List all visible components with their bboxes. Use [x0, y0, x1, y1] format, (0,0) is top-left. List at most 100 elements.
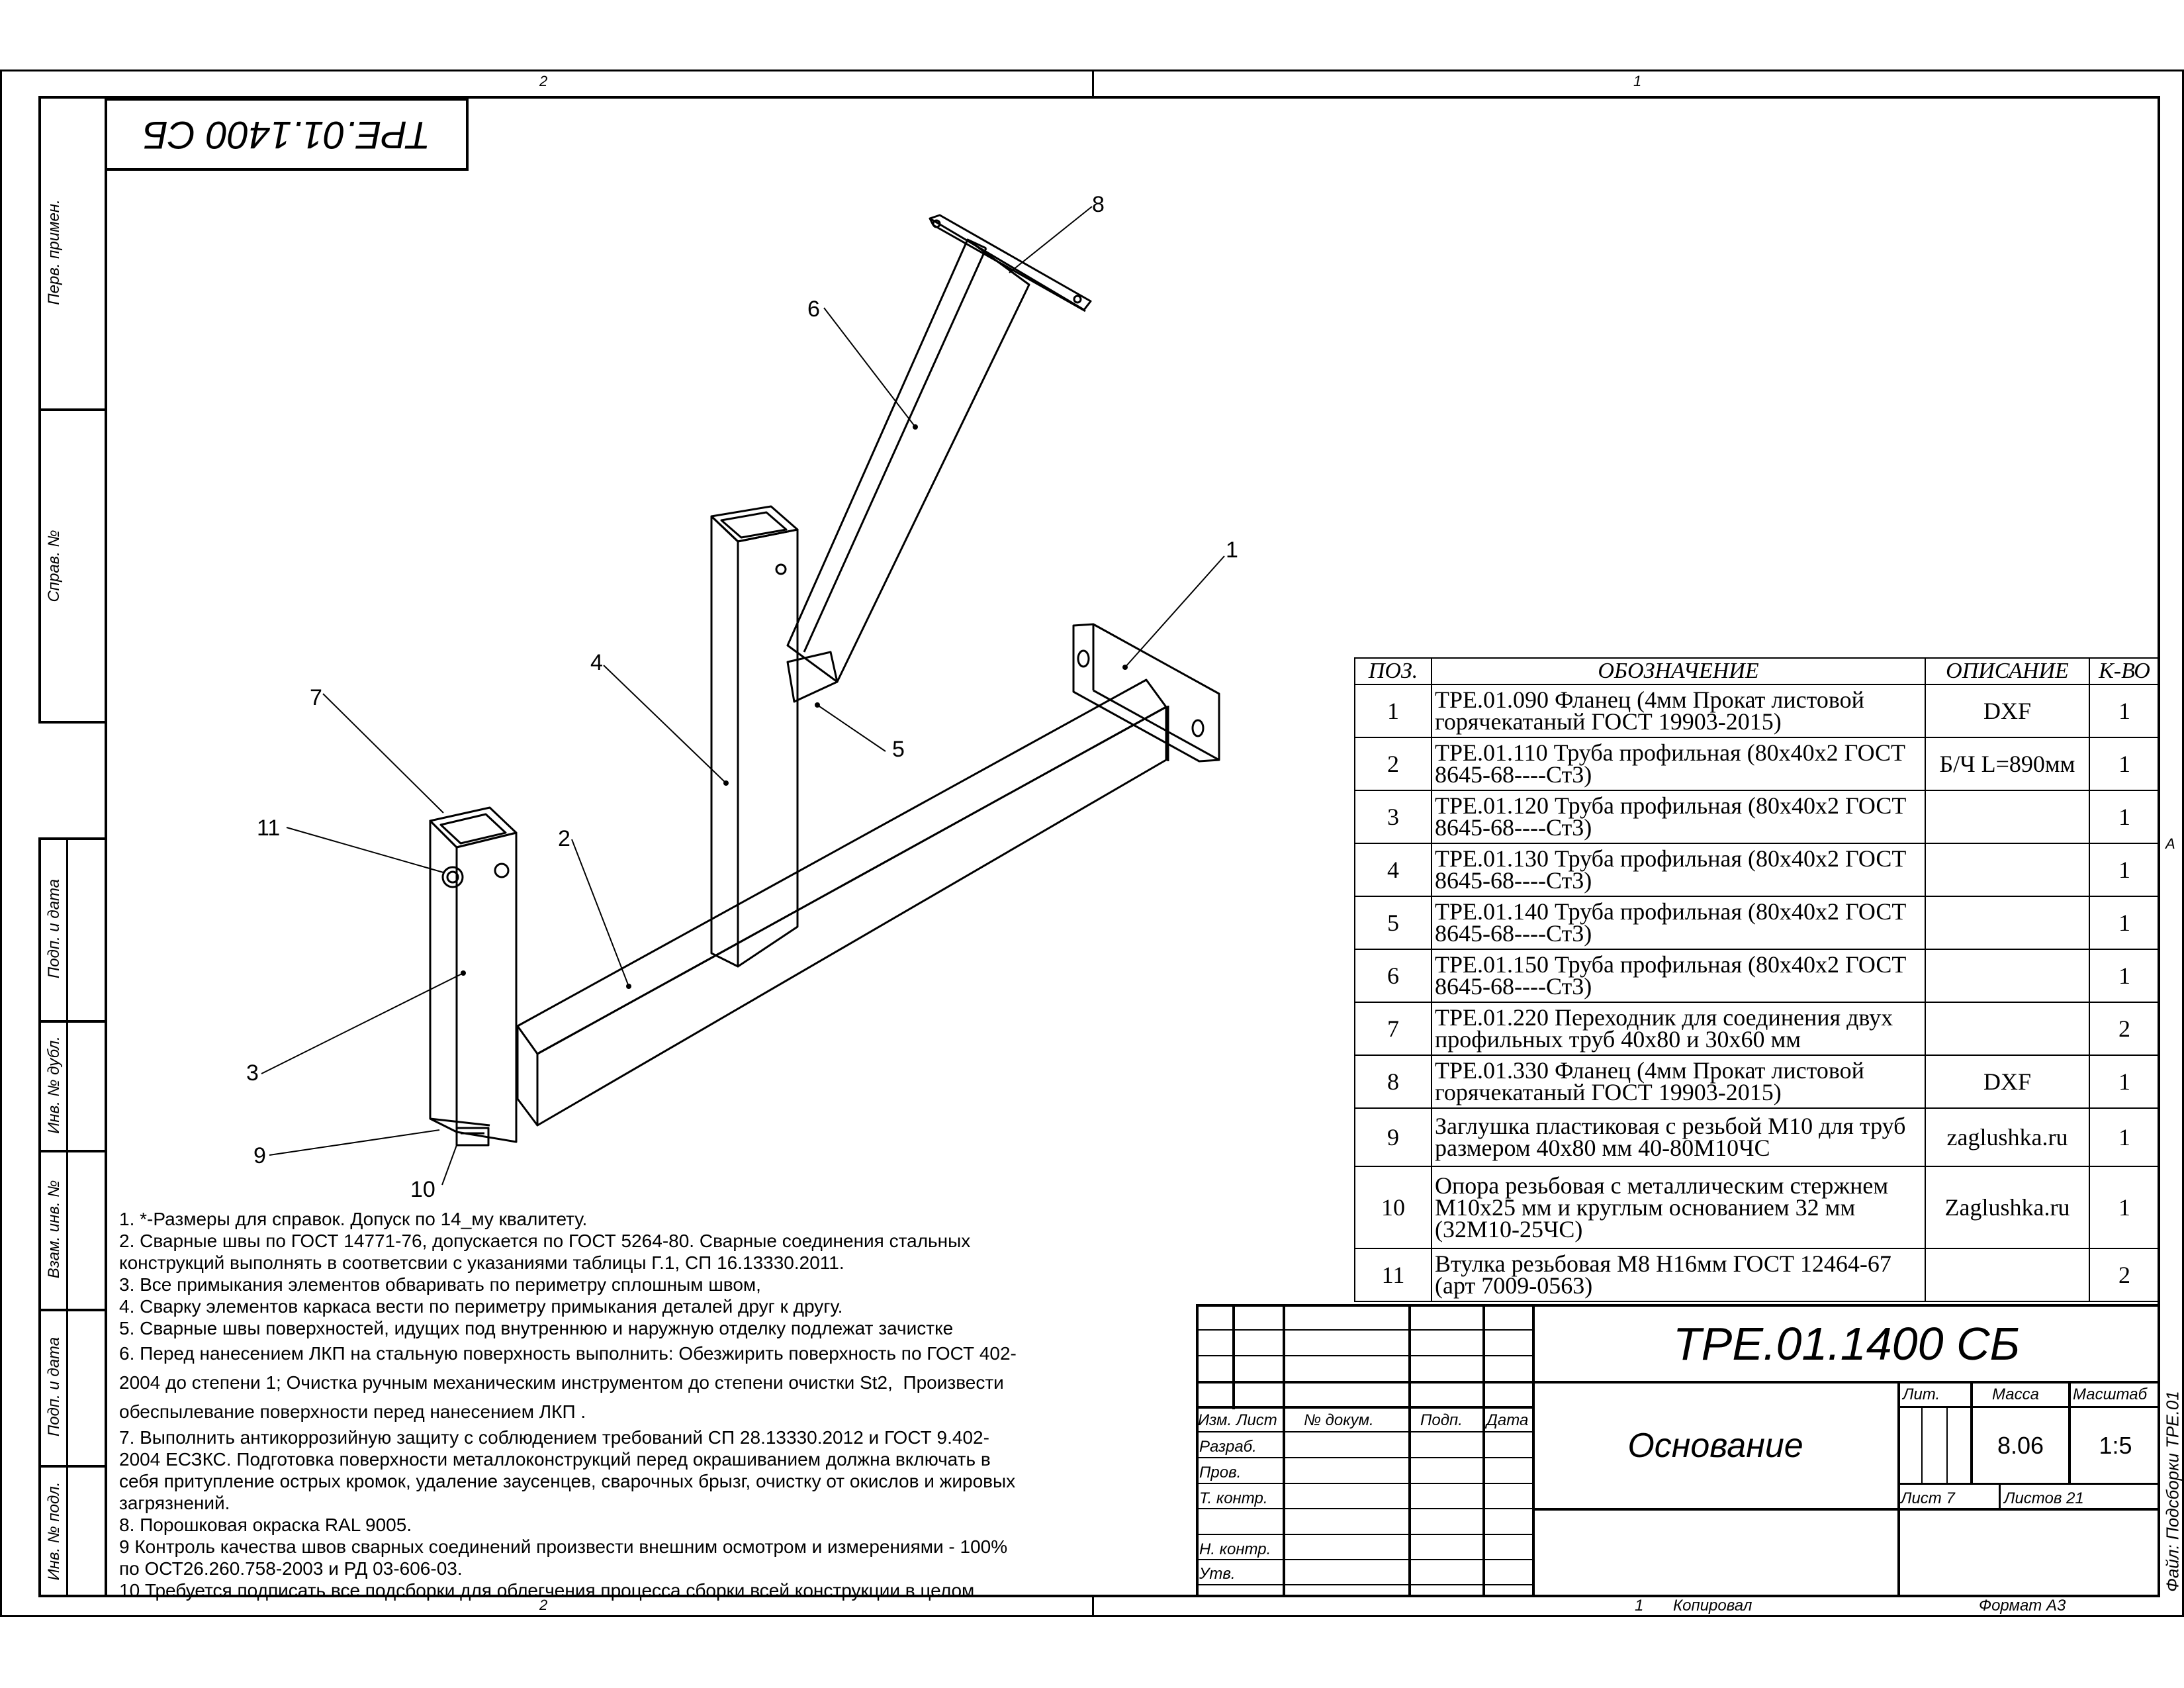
bom-pos: 11 — [1354, 1248, 1432, 1302]
bom-qty: 1 — [2089, 896, 2160, 950]
bom-qty: 1 — [2089, 1055, 2160, 1109]
tb-label-mass: Масса — [1992, 1385, 2039, 1403]
tb-sheets: Листов 21 — [2004, 1489, 2084, 1507]
footer-copied: Копировал — [1673, 1597, 1752, 1615]
callout-9: 9 — [253, 1143, 266, 1168]
strip-divider — [38, 1309, 106, 1311]
bom-designation: TPE.01.110 Труба профильная (80x40x2 ГОС… — [1431, 737, 1926, 791]
table-row: 7 TPE.01.220 Переходник для соединения д… — [1354, 1002, 2160, 1056]
tb-line — [1196, 1508, 1535, 1509]
note-item: 5. Сварные швы поверхностей, идущих под … — [119, 1318, 954, 1338]
bom-pos: 5 — [1354, 896, 1432, 950]
bom-header-designation: ОБОЗНАЧЕНИЕ — [1431, 657, 1926, 685]
tb-name: Основание — [1627, 1427, 1803, 1465]
footer-format: Формат А3 — [1979, 1597, 2066, 1615]
tb-line — [1532, 1508, 2160, 1511]
assembly-drawing: 1 2 3 4 5 6 7 8 9 10 11 — [246, 192, 1238, 1202]
tb-label-razrab: Разраб. — [1199, 1438, 1257, 1456]
tb-label-izm: Изм. — [1198, 1411, 1232, 1429]
tb-line — [1196, 1329, 1535, 1331]
tb-vline — [1946, 1406, 1948, 1484]
tb-vline — [1482, 1304, 1485, 1597]
callout-10: 10 — [410, 1177, 435, 1202]
bom-header-pos: ПОЗ. — [1354, 657, 1432, 685]
bom-description — [1925, 1002, 2090, 1056]
bom-header-qty: К-ВО — [2089, 657, 2160, 685]
tb-scale: 1:5 — [2099, 1432, 2132, 1459]
tb-vline — [1408, 1304, 1411, 1597]
note-item: 7. Выполнить антикоррозийную защиту с со… — [119, 1427, 1016, 1513]
note-item: 6. Перед нанесением ЛКП на стальную пове… — [119, 1343, 1017, 1422]
strip-divider — [38, 1020, 106, 1023]
bom-qty: 1 — [2089, 737, 2160, 791]
table-row: 3 TPE.01.120 Труба профильная (80x40x2 Г… — [1354, 790, 2160, 844]
tb-label-list: Лист — [1236, 1411, 1277, 1429]
bom-description: Б/Ч L=890мм — [1925, 737, 2090, 791]
zone-label-bottom-left: 2 — [539, 1597, 548, 1613]
callout-8: 8 — [1092, 192, 1105, 217]
table-row: 2 TPE.01.110 Труба профильная (80x40x2 Г… — [1354, 737, 2160, 791]
tb-label-lit: Лит. — [1903, 1385, 1940, 1403]
callout-numbers: 1 2 3 4 5 6 7 8 9 10 11 — [246, 192, 1238, 1202]
bom-description — [1925, 790, 2090, 844]
bom-designation: TPE.01.120 Труба профильная (80x40x2 ГОС… — [1431, 790, 1926, 844]
tb-vline — [1970, 1381, 1973, 1484]
table-row: 1 TPE.01.090 Фланец (4мм Прокат листовой… — [1354, 684, 2160, 738]
tb-label-nkontr: Н. контр. — [1199, 1540, 1271, 1558]
bom-designation: TPE.01.140 Труба профильная (80x40x2 ГОС… — [1431, 896, 1926, 950]
table-row: 11 Втулка резьбовая М8 Н16мм ГОСТ 12464-… — [1354, 1248, 2160, 1302]
technical-notes: 1. *-Размеры для справок. Допуск по 14_м… — [119, 1208, 1178, 1601]
side-label-podp-2: Подп. и дата — [45, 1336, 63, 1437]
strip-inner-line — [66, 837, 68, 1597]
tb-vline — [1999, 1483, 2001, 1509]
callout-2: 2 — [558, 826, 570, 851]
bom-designation: Опора резьбовая с металлическим стержнем… — [1431, 1166, 1926, 1249]
tb-label-tkontr: Т. контр. — [1199, 1489, 1268, 1507]
table-row: 5 TPE.01.140 Труба профильная (80x40x2 Г… — [1354, 896, 2160, 950]
bom-pos: 9 — [1354, 1107, 1432, 1167]
bom-qty: 1 — [2089, 843, 2160, 897]
tb-label-prov: Пров. — [1199, 1464, 1242, 1481]
table-row: 8 TPE.01.330 Фланец (4мм Прокат листовой… — [1354, 1055, 2160, 1109]
tb-label-scale: Масштаб — [2073, 1385, 2148, 1403]
leader-dots — [461, 424, 1128, 989]
callout-3: 3 — [246, 1060, 259, 1086]
tb-code: TPE.01.1400 CБ — [1672, 1318, 2021, 1370]
tb-line — [1196, 1355, 1535, 1356]
zone-label-side: A — [2165, 835, 2175, 852]
tb-label-date: Дата — [1486, 1411, 1529, 1429]
note-item: 2. Сварные швы по ГОСТ 14771-76, допуска… — [119, 1231, 971, 1273]
callout-4: 4 — [590, 650, 603, 675]
tb-line — [1196, 1483, 1535, 1484]
side-label-vzam: Взам. инв. № — [45, 1180, 63, 1279]
side-label-sprav: Справ. № — [45, 530, 63, 602]
callout-1: 1 — [1226, 538, 1238, 563]
bom-description: zaglushka.ru — [1925, 1107, 2090, 1167]
bom-description — [1925, 843, 2090, 897]
left-strip-bottom — [38, 837, 107, 1597]
table-row: 10 Опора резьбовая с металлическим стерж… — [1354, 1166, 2160, 1249]
note-item: 9 Контроль качества швов сварных соедине… — [119, 1536, 1008, 1579]
strip-divider — [38, 1465, 106, 1468]
tb-vline — [1532, 1304, 1535, 1597]
bom-designation: TPE.01.220 Переходник для соединения дву… — [1431, 1002, 1926, 1056]
bom-designation: Заглушка пластиковая с резьбой М10 для т… — [1431, 1107, 1926, 1167]
tb-label-utv: Утв. — [1199, 1565, 1236, 1583]
zone-divider-top — [1092, 71, 1094, 96]
bom-designation: TPE.01.330 Фланец (4мм Прокат листовой г… — [1431, 1055, 1926, 1109]
bom-description: DXF — [1925, 1055, 2090, 1109]
bom-description — [1925, 949, 2090, 1003]
side-label-podp: Подп. и дата — [45, 878, 63, 979]
bom-qty: 1 — [2089, 949, 2160, 1003]
tb-line — [1196, 1381, 1535, 1383]
bom-description: DXF — [1925, 684, 2090, 738]
table-row: 4 TPE.01.130 Труба профильная (80x40x2 Г… — [1354, 843, 2160, 897]
tb-vline — [1283, 1304, 1285, 1597]
bom-designation: TPE.01.130 Труба профильная (80x40x2 ГОС… — [1431, 843, 1926, 897]
bom-pos: 7 — [1354, 1002, 1432, 1056]
bom-qty: 1 — [2089, 684, 2160, 738]
table-row: 6 TPE.01.150 Труба профильная (80x40x2 Г… — [1354, 949, 2160, 1003]
zone-label-top-right: 1 — [1633, 73, 1642, 89]
zone-label-top-left: 2 — [539, 73, 548, 89]
